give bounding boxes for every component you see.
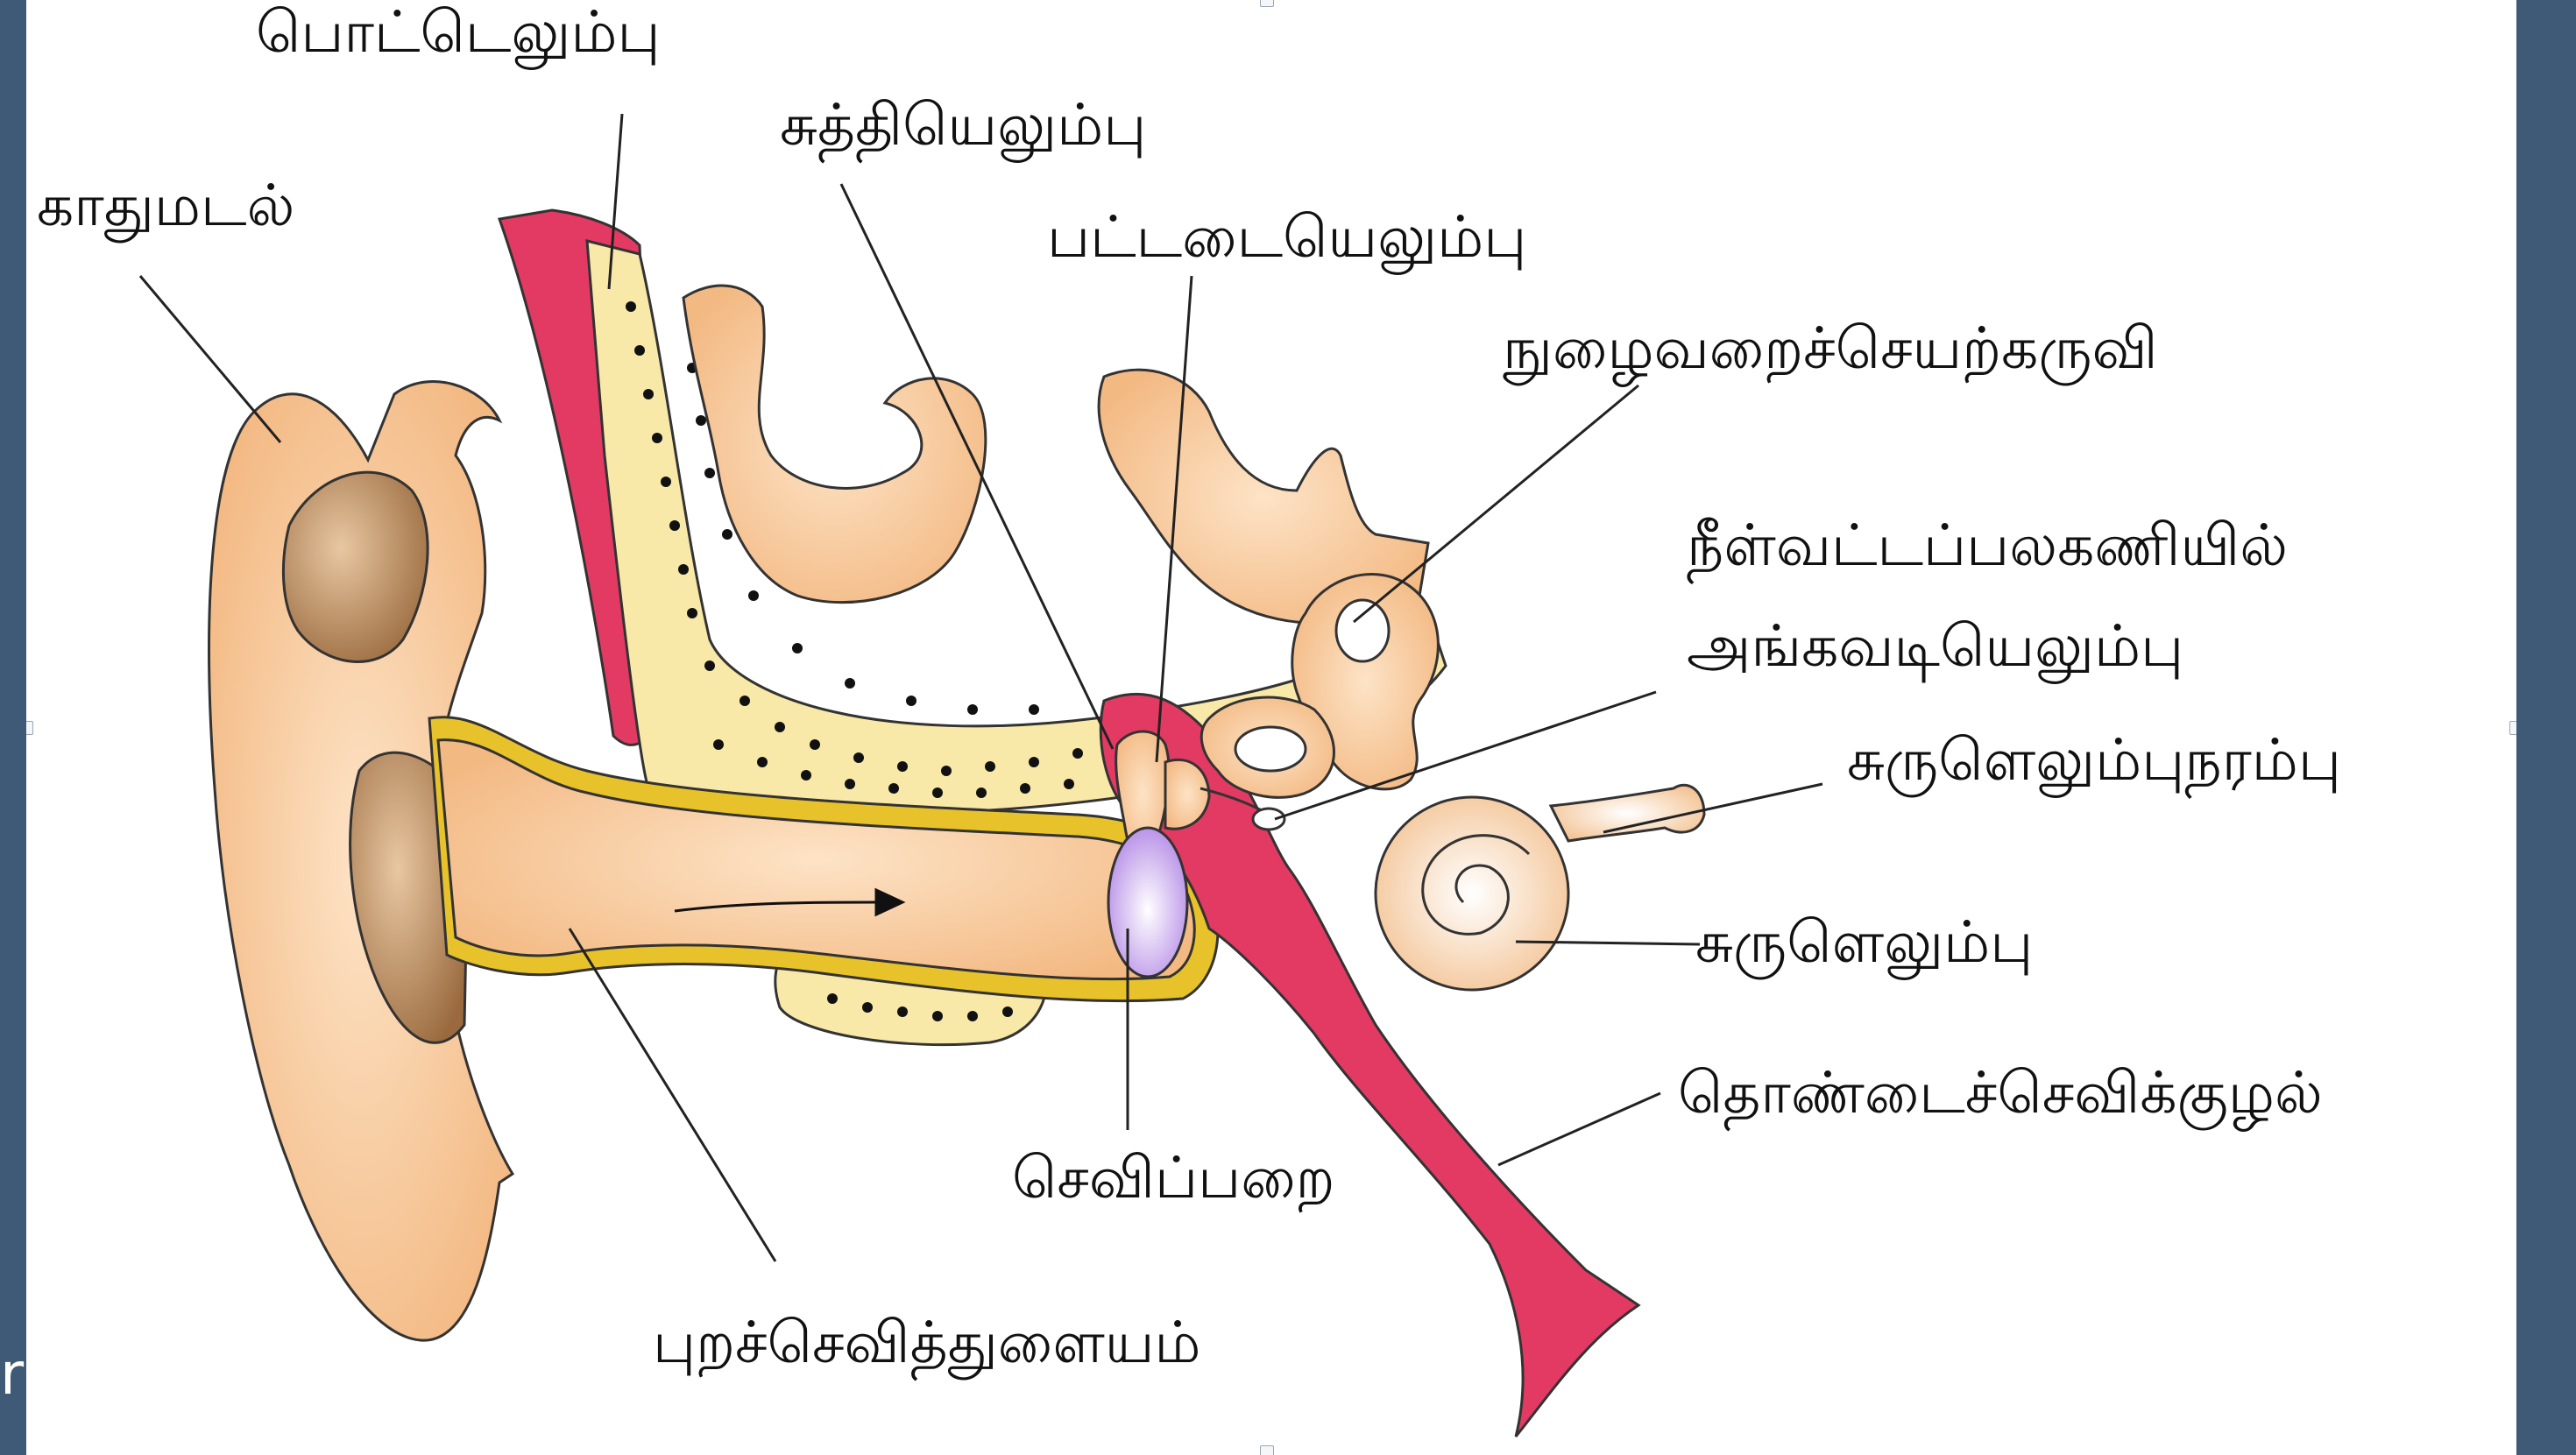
- cochlea-shape: [1376, 785, 1704, 990]
- label-eustachian-tube: தொண்டைச்செவிக்குழல்: [1678, 1064, 2323, 1122]
- label-malleus: சுத்தியெலும்பு: [780, 96, 1146, 154]
- label-pinna: காதுமடல்: [37, 177, 294, 235]
- label-cochlear-nerve: சுருளெலும்புநரம்பு: [1847, 731, 2341, 789]
- upper-bone-shapes: [683, 286, 1428, 623]
- label-temporal-bone: பொட்டெலும்பு: [256, 4, 661, 61]
- label-oval-window-line1: நீள்வட்டப்பலகணியில்: [1687, 517, 2288, 575]
- label-ear-canal: புறச்செவித்துளையம்: [653, 1314, 1201, 1372]
- eardrum-shape: [1108, 828, 1187, 977]
- label-semicircular-canals: நுழைவறைச்செயற்கருவி: [1503, 320, 2158, 378]
- stray-text: r: [0, 1340, 24, 1408]
- label-cochlea: சுருளெலும்பு: [1695, 914, 2033, 971]
- label-eardrum: செவிப்பறை: [1012, 1149, 1335, 1207]
- label-incus: பட்டடையெலும்பு: [1047, 208, 1526, 266]
- label-oval-window-line2: அங்கவடியெலும்பு: [1687, 618, 2183, 675]
- diagram-canvas: காதுமடல் பொட்டெலும்பு சுத்தியெலும்பு பட்…: [26, 0, 2516, 1455]
